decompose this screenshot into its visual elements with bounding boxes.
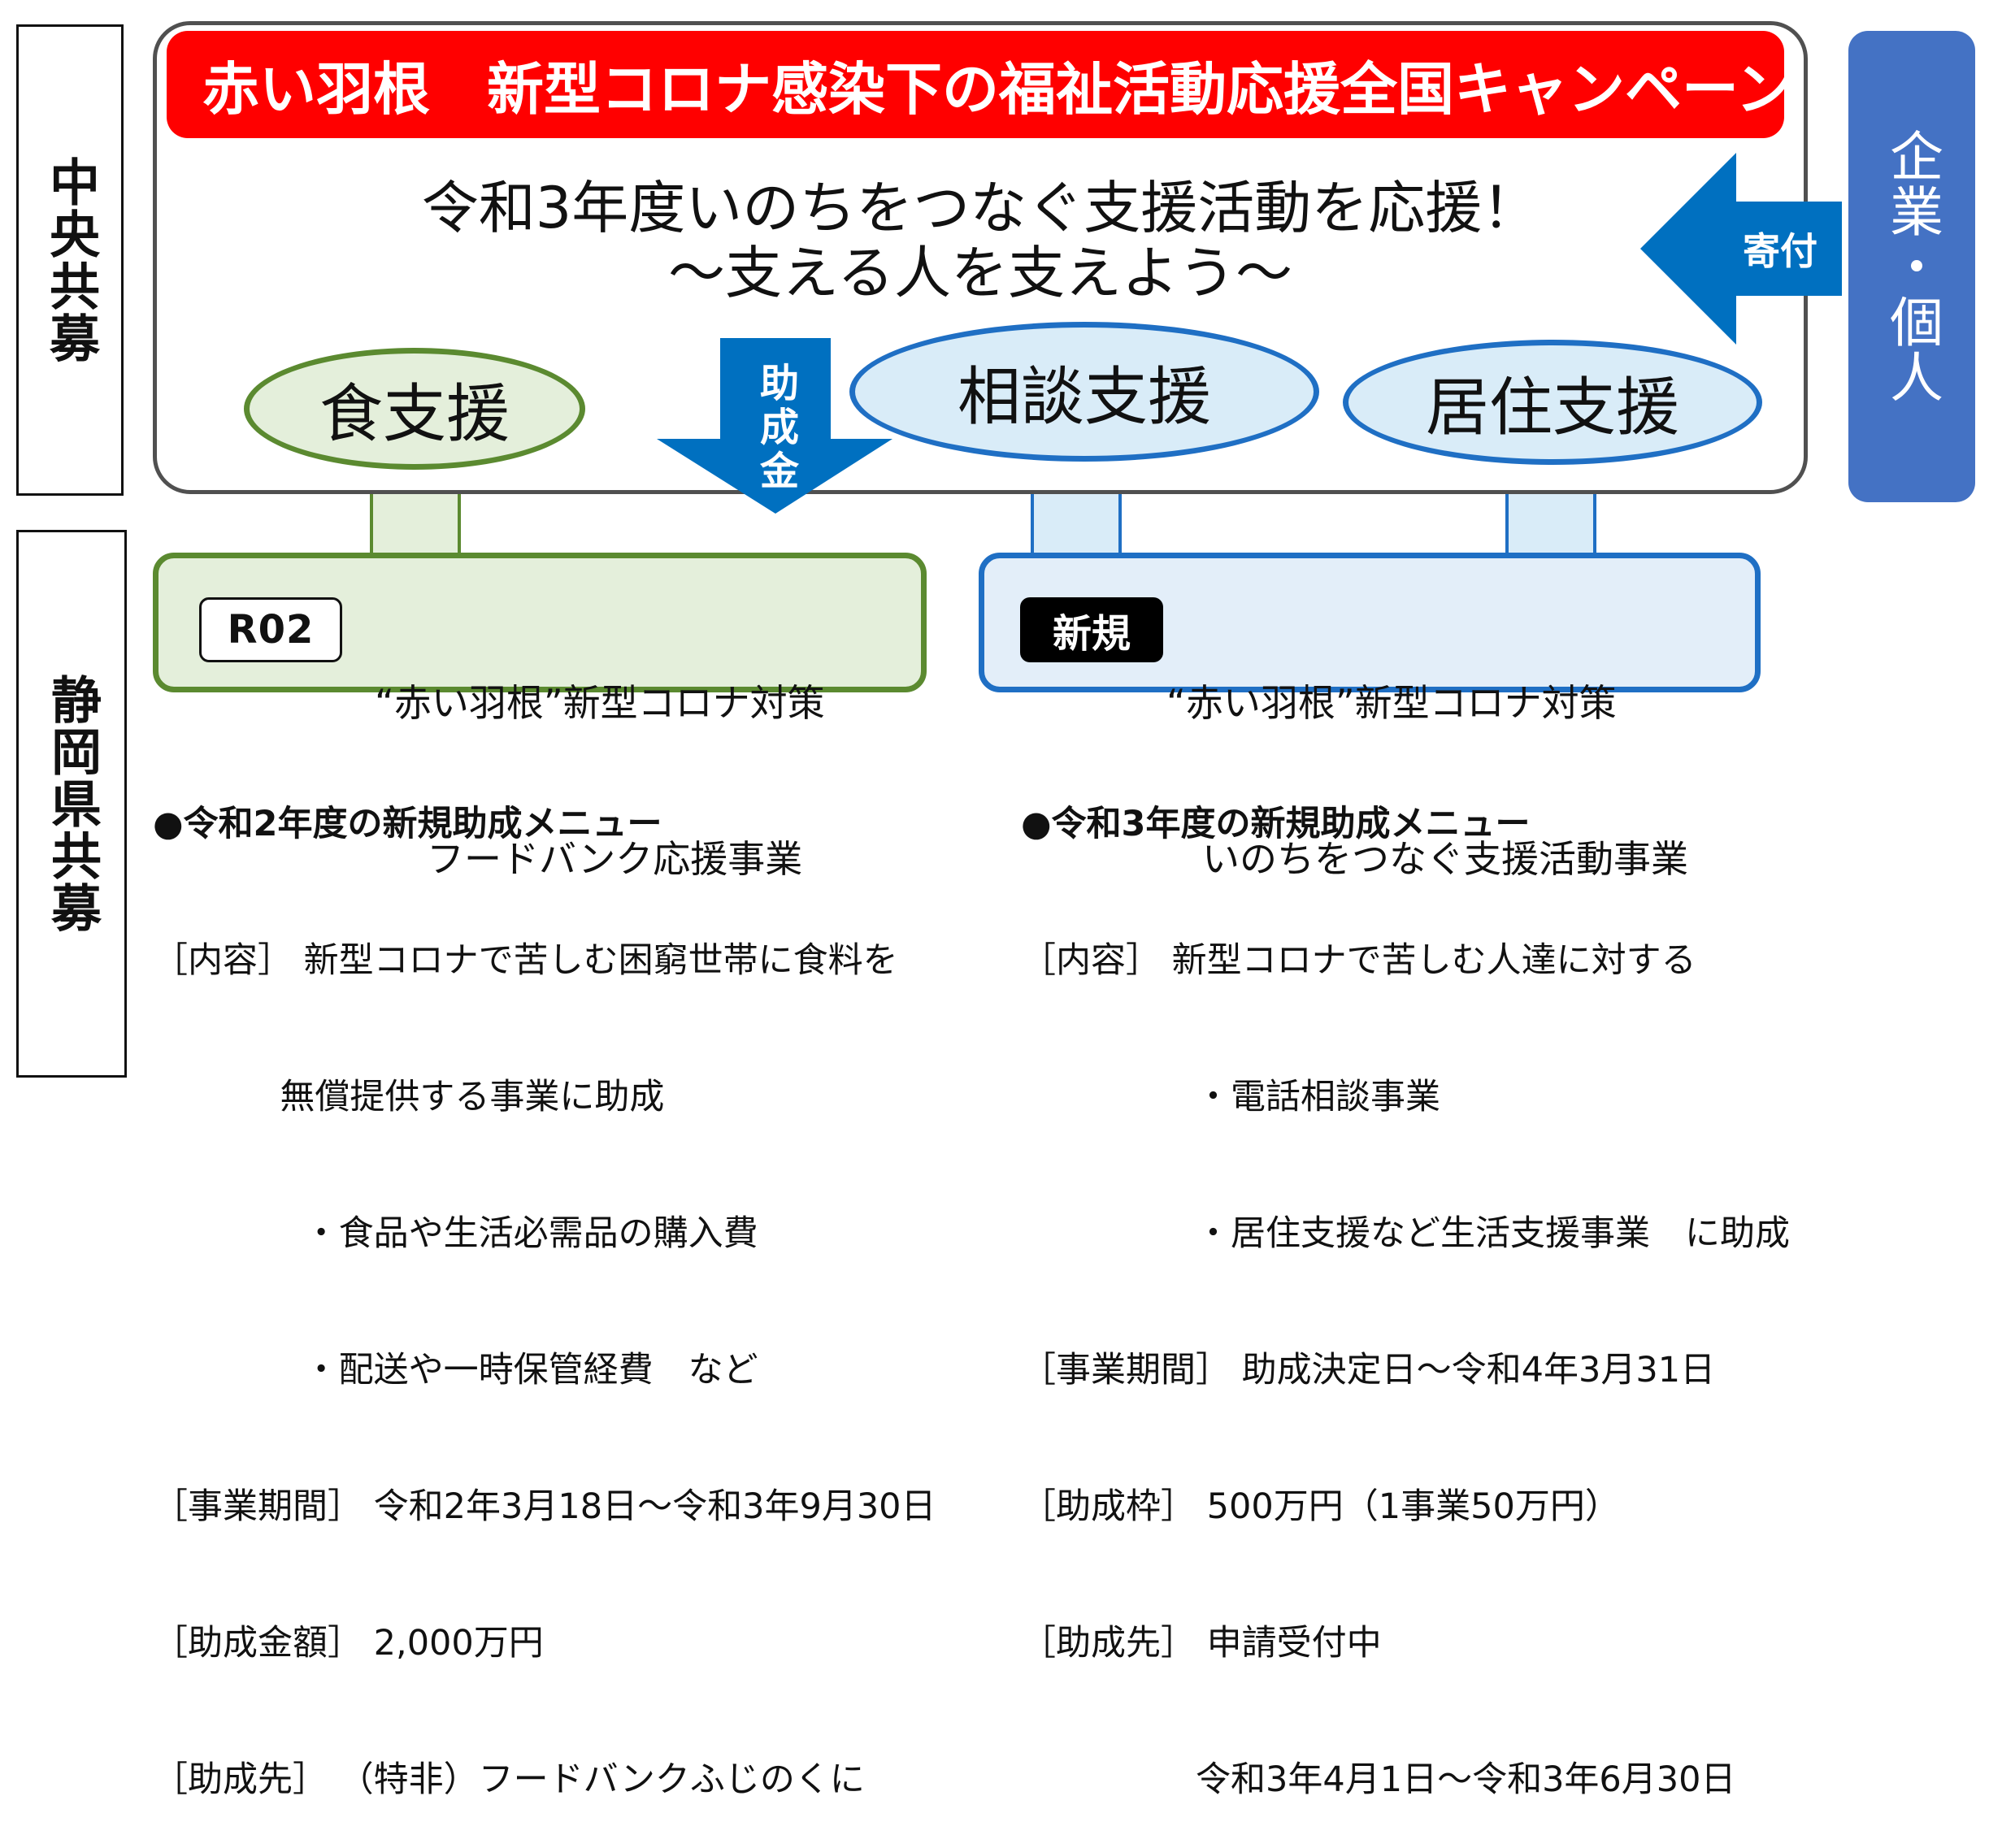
foodbank-program-box: R02 “赤い羽根”新型コロナ対策 フードバンク応援事業 [153,553,927,881]
slogan-line-1: 令和3年度いのちをつなぐ支援活動を応援！ [421,175,1540,241]
details-right-line: ［助成枠］ 500万円（1事業50万円） [1021,1486,1620,1527]
housing-support-ellipse: 居住支援 [1343,340,1762,465]
donors-box: 企業・個人 [1848,31,1975,502]
details-right-line: ・電話相談事業 [1021,1077,1440,1117]
central-label-box: 中央共募 [16,24,124,496]
details-left-line: ・配送や一時保管経費 など [153,1350,758,1390]
details-left-line: ［助成金額］ 2,000万円 [153,1623,544,1664]
details-right-line: 令和3年4月1日～令和3年6月30日 [1021,1759,1736,1800]
consult-support-label: 相談支援 [957,361,1211,434]
details-right-line: ［事業期間］ 助成決定日～令和4年3月31日 [1021,1350,1716,1390]
campaign-title-banner: 赤い羽根 新型コロナ感染下の福祉活動応援全国キャンペーン [167,31,1793,138]
grant-arrow-icon [657,338,892,514]
foodbank-program-line-2: フードバンク応援事業 [427,837,803,881]
donation-arrow-icon [1640,153,1842,345]
lifeline-program-title: “赤い羽根”新型コロナ対策 いのちをつなぐ支援活動事業 [1166,573,1760,989]
details-left-line: ・食品や生活必需品の購入費 [153,1213,758,1254]
grant-label: 助成金 [753,362,798,494]
new-badge: 新規 [1020,597,1163,662]
details-right-line: ・居住支援など生活支援事業 に助成 [1021,1213,1790,1254]
consult-support-ellipse: 相談支援 [849,322,1319,462]
prefecture-label-box: 静岡県共募 [16,530,127,1078]
foodbank-program-title: “赤い羽根”新型コロナ対策 フードバンク応援事業 [370,573,923,989]
prefecture-label: 静岡県共募 [42,674,102,934]
donation-label: 寄付 [1743,229,1817,273]
lifeline-program-box: 新規 “赤い羽根”新型コロナ対策 いのちをつなぐ支援活動事業 [979,553,1761,881]
lifeline-program-line-2: いのちをつなぐ支援活動事業 [1202,837,1688,881]
lifeline-program-line-1: “赤い羽根”新型コロナ対策 [1166,681,1617,725]
details-right-line: ［助成先］ 申請受付中 [1021,1623,1382,1664]
housing-support-label: 居住支援 [1425,371,1679,445]
donors-label: 企業・個人 [1880,128,1943,405]
details-left-line: 無償提供する事業に助成 [153,1077,665,1117]
central-label: 中央共募 [41,156,100,364]
details-left: ●令和2年度の新規助成メニュー ［内容］ 新型コロナで苦しむ困窮世帯に食料を 無… [153,710,966,1848]
slogan-line-2: ～支える人を支えよう～ [668,240,1292,306]
campaign-title: 赤い羽根 新型コロナ感染下の福祉活動応援全国キャンペーン [202,55,1793,123]
details-left-line: ［内容］ 新型コロナで苦しむ困窮世帯に食料を [153,940,898,981]
details-right: ●令和3年度の新規助成メニュー ［内容］ 新型コロナで苦しむ人達に対する ・電話… [1021,710,1834,1848]
food-support-label: 食支援 [319,378,510,451]
r02-badge: R02 [199,597,342,662]
details-left-heading: ●令和2年度の新規助成メニュー [153,804,662,844]
foodbank-program-line-1: “赤い羽根”新型コロナ対策 [375,681,825,725]
details-right-line: ［内容］ 新型コロナで苦しむ人達に対する [1021,940,1696,981]
donation-label-box: 寄付 [1723,218,1837,280]
details-right-heading: ●令和3年度の新規助成メニュー [1021,804,1531,844]
grant-label-box: 助成金 [720,362,831,514]
details-left-line: ［事業期間］ 令和2年3月18日～令和3年9月30日 [153,1486,936,1527]
details-left-line: ［助成先］ （特非）フードバンクふじのくに [153,1759,865,1800]
food-support-ellipse: 食支援 [244,348,585,470]
